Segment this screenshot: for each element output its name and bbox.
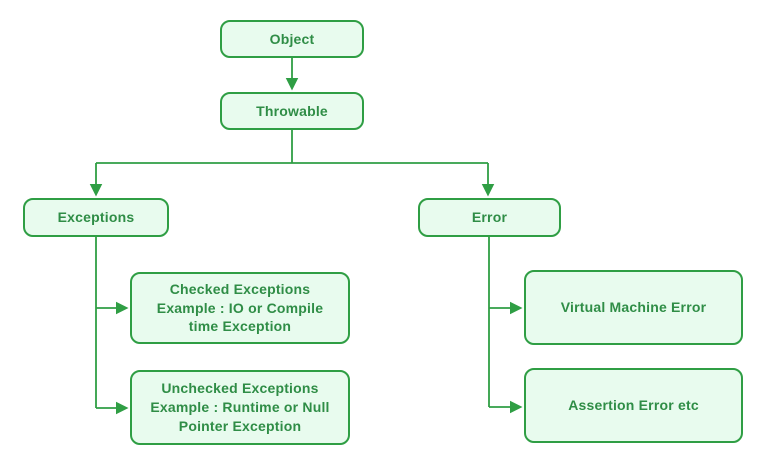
node-checked-exceptions: Checked Exceptions Example : IO or Compi…	[130, 272, 350, 344]
node-error: Error	[418, 198, 561, 237]
node-object: Object	[220, 20, 364, 58]
node-throwable: Throwable	[220, 92, 364, 130]
node-exceptions: Exceptions	[23, 198, 169, 237]
node-unchecked-exceptions: Unchecked Exceptions Example : Runtime o…	[130, 370, 350, 445]
node-assertion-error: Assertion Error etc	[524, 368, 743, 443]
node-virtual-machine-error: Virtual Machine Error	[524, 270, 743, 345]
